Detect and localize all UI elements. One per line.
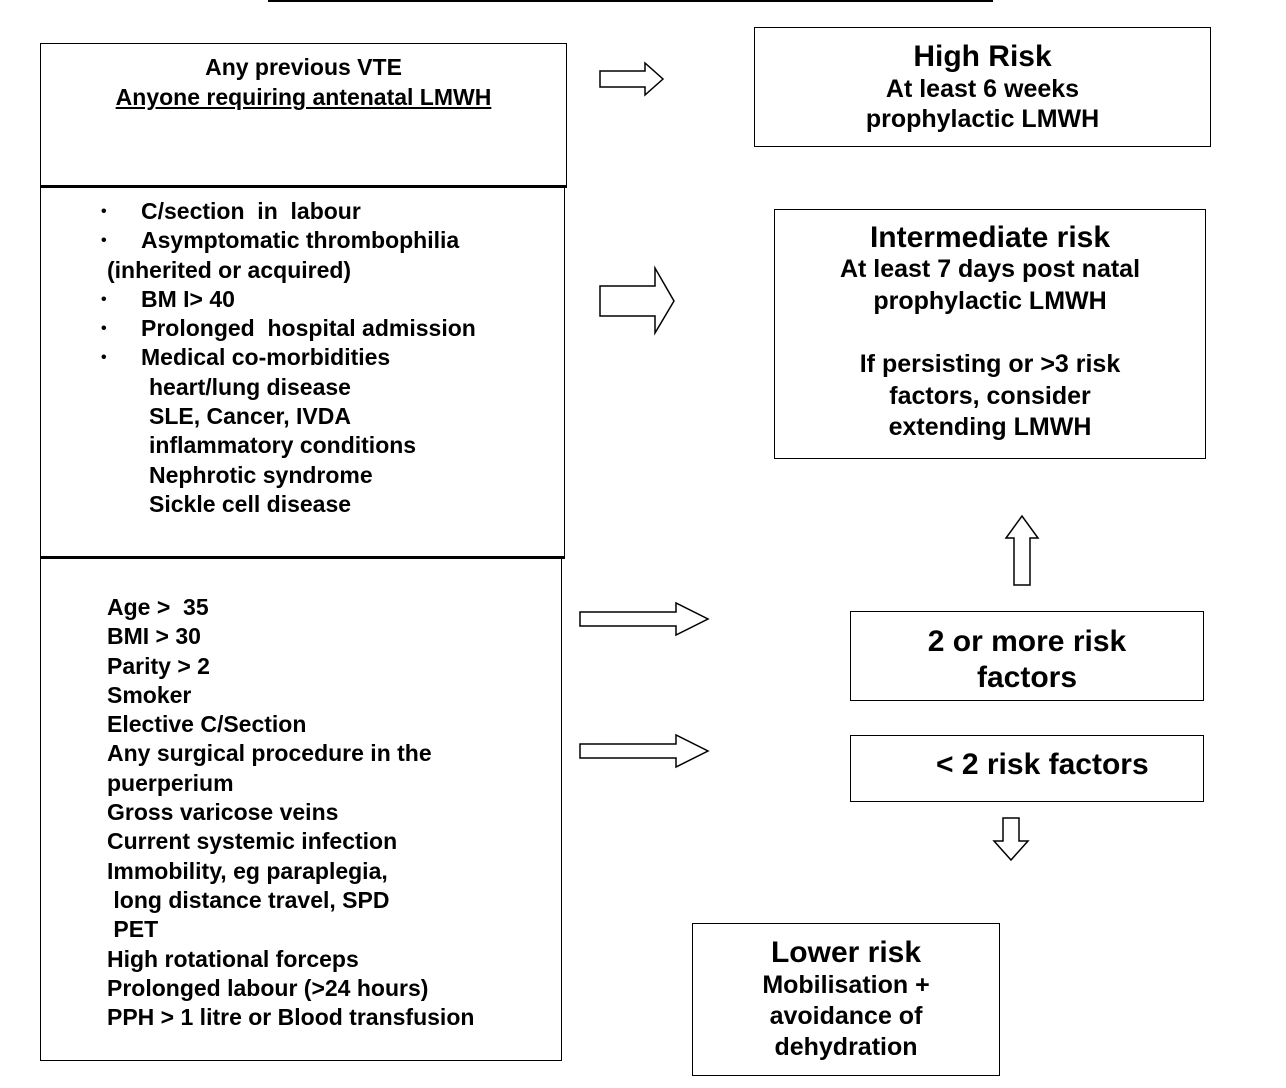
list-item: PPH > 1 litre or Blood transfusion [107,1004,475,1031]
list-item-continuation: (inherited or acquired) [107,256,352,283]
list-item: Asymptomatic thrombophilia [101,226,476,256]
list-item: PET [107,916,159,943]
list-item: Elective C/Section [107,711,307,738]
sub-item: heart/lung disease [149,373,351,400]
previous-vte-box: Any previous VTE Anyone requiring antena… [40,43,567,188]
intermediate-risk-line: extending LMWH [888,413,1092,441]
less-than-two-box: < 2 risk factors [850,735,1204,802]
arrow-right-icon [599,61,665,97]
list-item: Age > 35 [107,594,209,620]
list-item: Gross varicose veins [107,799,339,826]
intermediate-risk-line: At least 7 days post natal [839,255,1141,283]
high-risk-line: prophylactic LMWH [865,105,1100,133]
antenatal-lmwh-text: Anyone requiring antenatal LMWH [115,84,492,110]
sub-item: SLE, Cancer, IVDA [149,403,351,430]
list-item: Parity > 2 [107,652,210,679]
intermediate-factors-box [40,187,565,559]
two-or-more-box: 2 or more risk factors [850,611,1204,701]
high-risk-line: At least 6 weeks [885,75,1080,103]
intermediate-risk-title: Intermediate risk [869,221,1111,254]
lower-risk-line: dehydration [774,1033,918,1061]
high-risk-box: High Risk At least 6 weeks prophylactic … [754,27,1211,147]
list-item: BMI > 30 [107,623,201,650]
intermediate-risk-line: factors, consider [889,381,1091,410]
high-risk-title: High Risk [913,40,1052,73]
title-rule [268,0,993,2]
sub-item: inflammatory conditions [149,432,417,459]
previous-vte-text: Any previous VTE [205,54,402,80]
intermediate-risk-box: Intermediate risk At least 7 days post n… [774,209,1206,459]
arrow-right-icon [579,601,710,637]
list-item: BM I> 40 [101,285,476,315]
lower-risk-box: Lower risk Mobilisation + avoidance of d… [692,923,1000,1076]
sub-item: Sickle cell disease [149,490,352,517]
arrow-right-icon [579,733,710,769]
list-item: Prolonged labour (>24 hours) [107,974,429,1001]
two-or-more-line: factors [976,661,1078,694]
list-item: Medical co-morbidities [101,343,476,373]
list-item: Immobility, eg paraplegia, [107,857,388,884]
lower-risk-line: Mobilisation + [762,971,930,999]
list-item: long distance travel, SPD [107,886,390,913]
lower-risk-title: Lower risk [770,936,922,969]
list-item: puerperium [107,769,234,796]
arrow-right-icon [599,265,675,336]
intermediate-risk-line: prophylactic LMWH [873,286,1107,315]
list-item: C/section in labour [101,197,476,227]
lower-factors-box [40,558,562,1061]
list-item: Any surgical procedure in the [107,740,432,767]
sub-item: Nephrotic syndrome [149,461,373,488]
arrow-down-icon [992,817,1030,862]
intermediate-risk-line: If persisting or >3 risk [859,350,1121,378]
list-item: Current systemic infection [107,828,398,855]
lower-risk-line: avoidance of [769,1002,923,1030]
less-than-two-label: < 2 risk factors [936,748,1149,781]
intermediate-factors-list: C/section in labour Asymptomatic thrombo… [101,197,476,519]
list-item: Smoker [107,681,192,708]
two-or-more-line: 2 or more risk [927,625,1127,658]
list-item: Prolonged hospital admission [101,314,476,344]
list-item: High rotational forceps [107,945,359,972]
arrow-up-icon [1004,514,1040,586]
